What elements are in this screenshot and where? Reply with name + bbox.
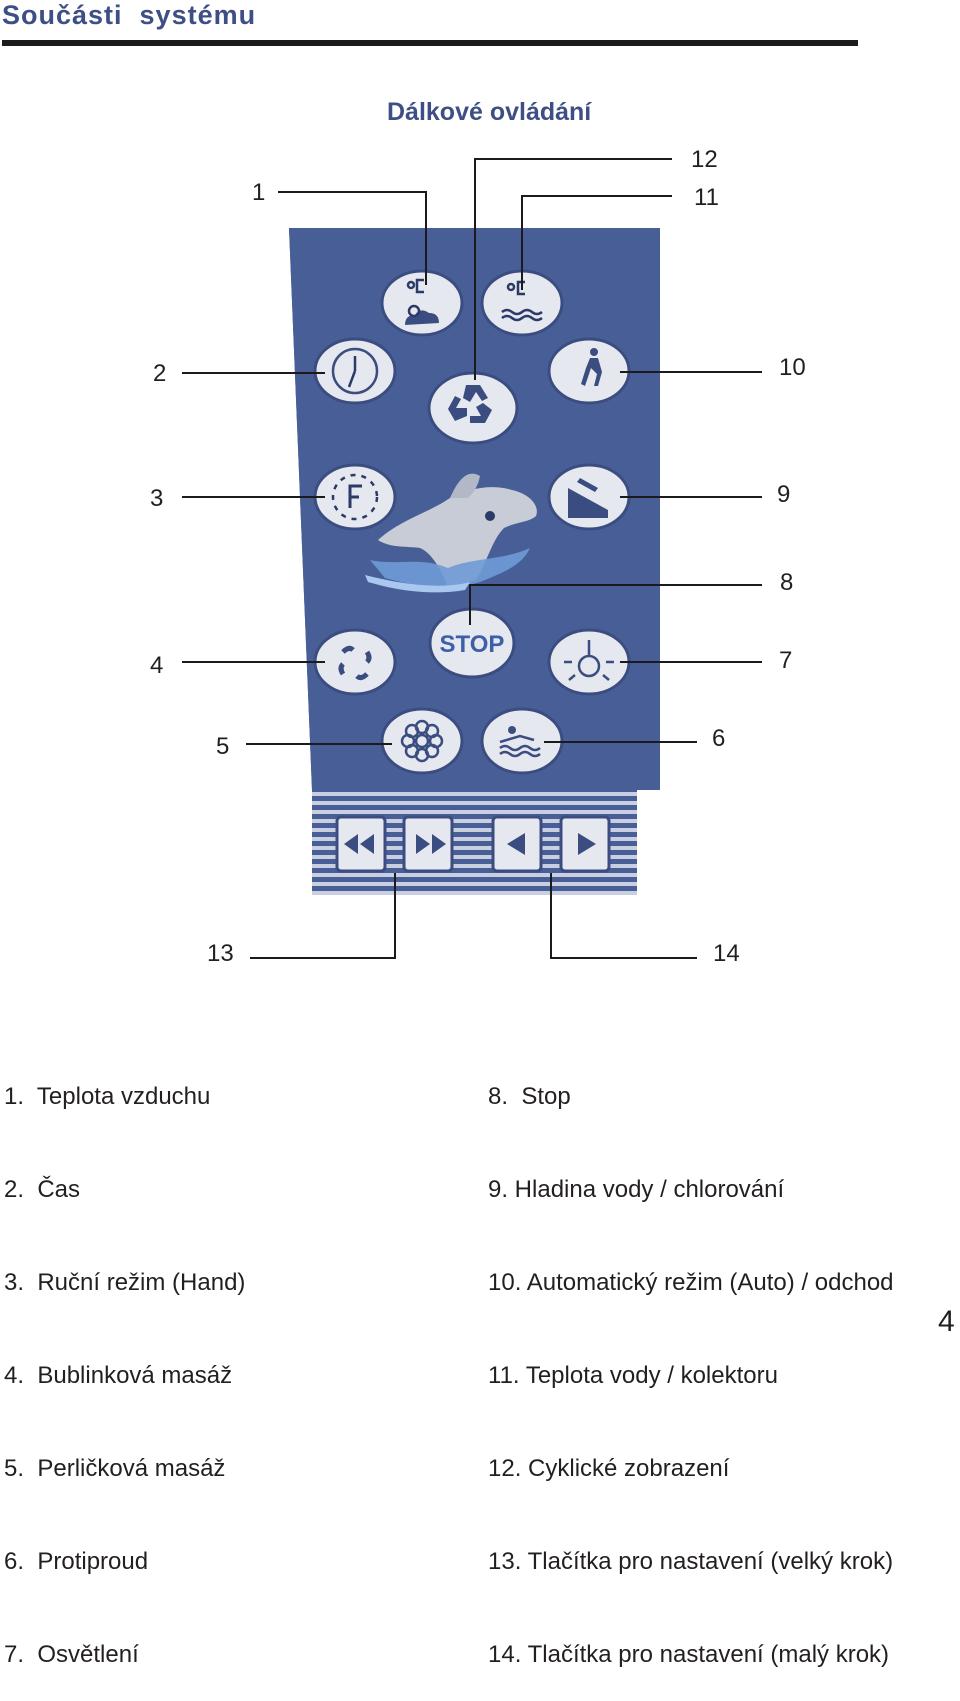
pearl-massage-button[interactable] xyxy=(380,707,464,775)
legend-item: 5. Perličková masáž xyxy=(4,1455,226,1482)
callout-10: 10 xyxy=(779,354,806,381)
remote-buttons xyxy=(313,269,631,775)
callout-6: 6 xyxy=(712,725,725,752)
callout-5: 5 xyxy=(216,733,229,760)
recycle-icon xyxy=(448,385,492,423)
water-level-button[interactable] xyxy=(547,463,631,531)
page-title: Součásti systému xyxy=(2,0,257,30)
callout-8: 8 xyxy=(780,569,793,596)
hand-mode-icon xyxy=(331,473,379,521)
air-temperature-button[interactable] xyxy=(380,269,464,337)
step-backward-icon xyxy=(507,833,525,855)
stop-label: STOP xyxy=(440,631,505,658)
legend-item: 6. Protiproud xyxy=(4,1548,149,1575)
leader-lines xyxy=(182,158,762,959)
callout-13: 13 xyxy=(207,940,234,967)
cycle-display-button[interactable] xyxy=(427,371,519,445)
callout-9: 9 xyxy=(777,481,790,508)
fast-forward-icon xyxy=(416,834,446,854)
page-number: 4 xyxy=(938,1305,955,1338)
fast-backward-icon xyxy=(344,834,374,854)
callout-7: 7 xyxy=(779,647,792,674)
dolphin-illustration xyxy=(365,473,537,593)
swimmer-icon xyxy=(499,726,541,758)
legend-item: 12. Cyklické zobrazení xyxy=(488,1455,730,1482)
legend-item: 14. Tlačítka pro nastavení (malý krok) xyxy=(488,1641,890,1668)
remote-diagram: STOP 1 2 3 4 5 6 7 8 xyxy=(150,146,806,967)
bubble-massage-button[interactable] xyxy=(313,628,397,696)
callout-2: 2 xyxy=(153,360,166,387)
legend-item: 9. Hladina vody / chlorování xyxy=(488,1176,785,1203)
water-level-icon xyxy=(568,478,608,518)
legend-item: 10. Automatický režim (Auto) / odchod xyxy=(488,1269,894,1296)
legend-item: 2. Čas xyxy=(4,1176,81,1203)
light-bulb-icon xyxy=(564,640,614,681)
bubble-massage-icon xyxy=(338,645,372,681)
legend-item: 11. Teplota vody / kolektoru xyxy=(488,1362,778,1389)
pearl-massage-icon xyxy=(400,719,444,763)
air-temperature-icon xyxy=(405,278,439,325)
callout-12: 12 xyxy=(691,146,718,173)
legend-item: 8. Stop xyxy=(488,1083,571,1110)
legend-item: 13. Tlačítka pro nastavení (velký krok) xyxy=(488,1548,894,1575)
title-rule xyxy=(2,40,858,46)
clock-icon xyxy=(331,347,379,395)
legend-item: 3. Ruční režim (Hand) xyxy=(4,1269,246,1296)
step-forward-icon xyxy=(578,833,596,855)
section-subtitle: Dálkové ovládání xyxy=(387,98,592,126)
legend-item: 4. Bublinková masáž xyxy=(4,1362,233,1389)
legend-right: 8. Stop 9. Hladina vody / chlorování 10.… xyxy=(488,1019,894,1701)
callout-4: 4 xyxy=(150,652,163,679)
callout-3: 3 xyxy=(150,485,163,512)
callout-1: 1 xyxy=(252,179,265,206)
legend-left: 1. Teplota vzduchu 2. Čas 3. Ruční režim… xyxy=(4,1019,245,1701)
legend-item: 7. Osvětlení xyxy=(4,1641,139,1668)
callout-14: 14 xyxy=(713,940,740,967)
callout-11: 11 xyxy=(694,184,719,211)
walking-person-icon xyxy=(581,348,602,386)
legend-item: 1. Teplota vzduchu xyxy=(4,1083,211,1110)
light-button[interactable] xyxy=(547,628,631,696)
stop-button[interactable] xyxy=(428,607,516,679)
